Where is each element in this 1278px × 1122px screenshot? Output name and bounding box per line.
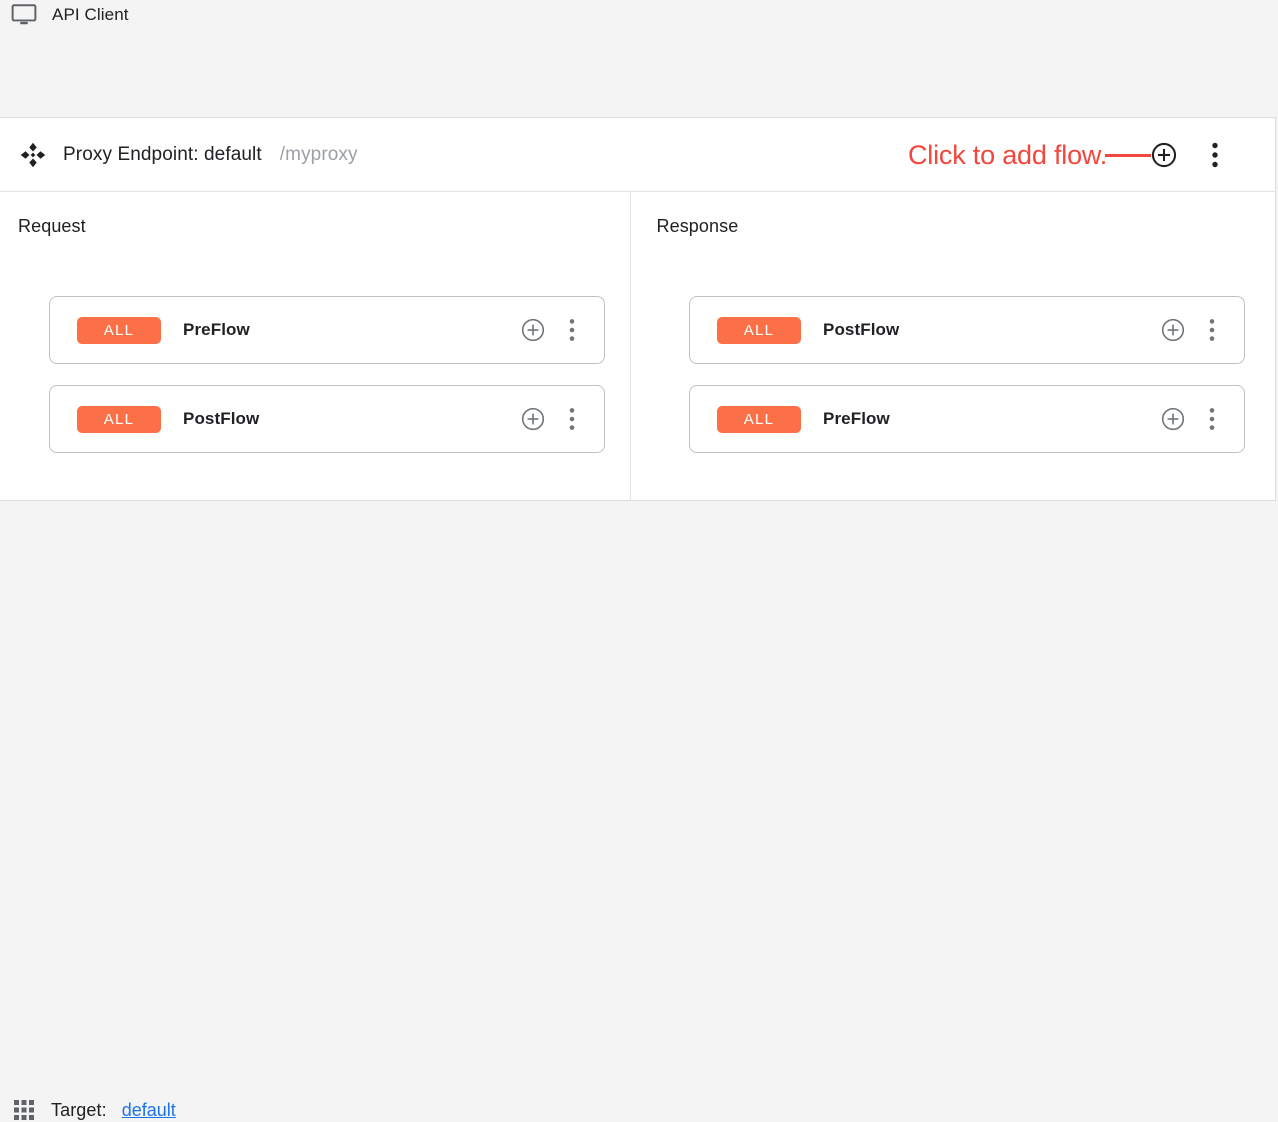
flow-name: PreFlow	[823, 409, 890, 428]
apps-grid-icon	[14, 1100, 34, 1120]
target-strip: Target: default	[0, 502, 1278, 1120]
flow-card[interactable]: ALL PostFlow	[49, 385, 605, 453]
monitor-icon	[11, 4, 37, 25]
flow-name: PostFlow	[823, 320, 900, 339]
more-vertical-icon[interactable]	[1202, 317, 1222, 343]
plus-circle-icon[interactable]	[1161, 318, 1185, 342]
target-link[interactable]: default	[121, 1099, 176, 1120]
flow-actions	[1161, 406, 1244, 432]
response-column: Response	[631, 192, 1276, 501]
flow-card[interactable]: ALL PreFlow	[49, 296, 605, 364]
flow-badge: ALL	[77, 405, 161, 433]
flow-actions	[521, 406, 604, 432]
plus-circle-icon[interactable]	[521, 318, 545, 342]
more-vertical-icon[interactable]	[562, 317, 582, 343]
request-column: Request	[0, 192, 631, 501]
flow-actions	[1161, 317, 1244, 343]
plus-circle-icon[interactable]	[521, 407, 545, 431]
flow-name: PreFlow	[183, 320, 250, 339]
annotation-label: Click to add flow.	[908, 139, 1107, 170]
proxy-endpoint-card: Proxy Endpoint: default /myproxy Click t…	[0, 117, 1276, 501]
plus-circle-icon[interactable]	[1161, 407, 1185, 431]
flow-card[interactable]: ALL PostFlow	[689, 296, 1245, 364]
target-node[interactable]: Target: default	[12, 1098, 176, 1122]
flow-badge: ALL	[717, 405, 801, 433]
flow-name: PostFlow	[183, 409, 260, 428]
flow-badge: ALL	[77, 316, 161, 344]
api-client-node[interactable]: API Client	[10, 2, 129, 28]
target-label: Target:	[51, 1099, 107, 1120]
plus-circle-icon[interactable]	[1151, 142, 1177, 168]
annotation-pointer-line	[1105, 153, 1151, 157]
proxy-endpoint-title: Proxy Endpoint: default	[63, 143, 262, 165]
api-client-label: API Client	[52, 5, 129, 24]
flow-actions	[521, 317, 604, 343]
flow-card[interactable]: ALL PreFlow	[689, 385, 1245, 453]
more-vertical-icon[interactable]	[1202, 140, 1228, 170]
flow-badge: ALL	[717, 316, 801, 344]
response-column-title: Response	[656, 216, 739, 236]
api-client-strip: API Client	[0, 0, 1278, 117]
move-diamond-icon[interactable]	[19, 141, 47, 169]
more-vertical-icon[interactable]	[1202, 406, 1222, 432]
request-column-title: Request	[18, 216, 86, 236]
flow-columns: Request Response	[0, 192, 1275, 501]
proxy-endpoint-path: /myproxy	[279, 143, 358, 165]
more-vertical-icon[interactable]	[562, 406, 582, 432]
proxy-endpoint-header: Proxy Endpoint: default /myproxy Click t…	[0, 118, 1275, 192]
proxy-endpoint-header-actions: Click to add flow.	[908, 118, 1275, 192]
